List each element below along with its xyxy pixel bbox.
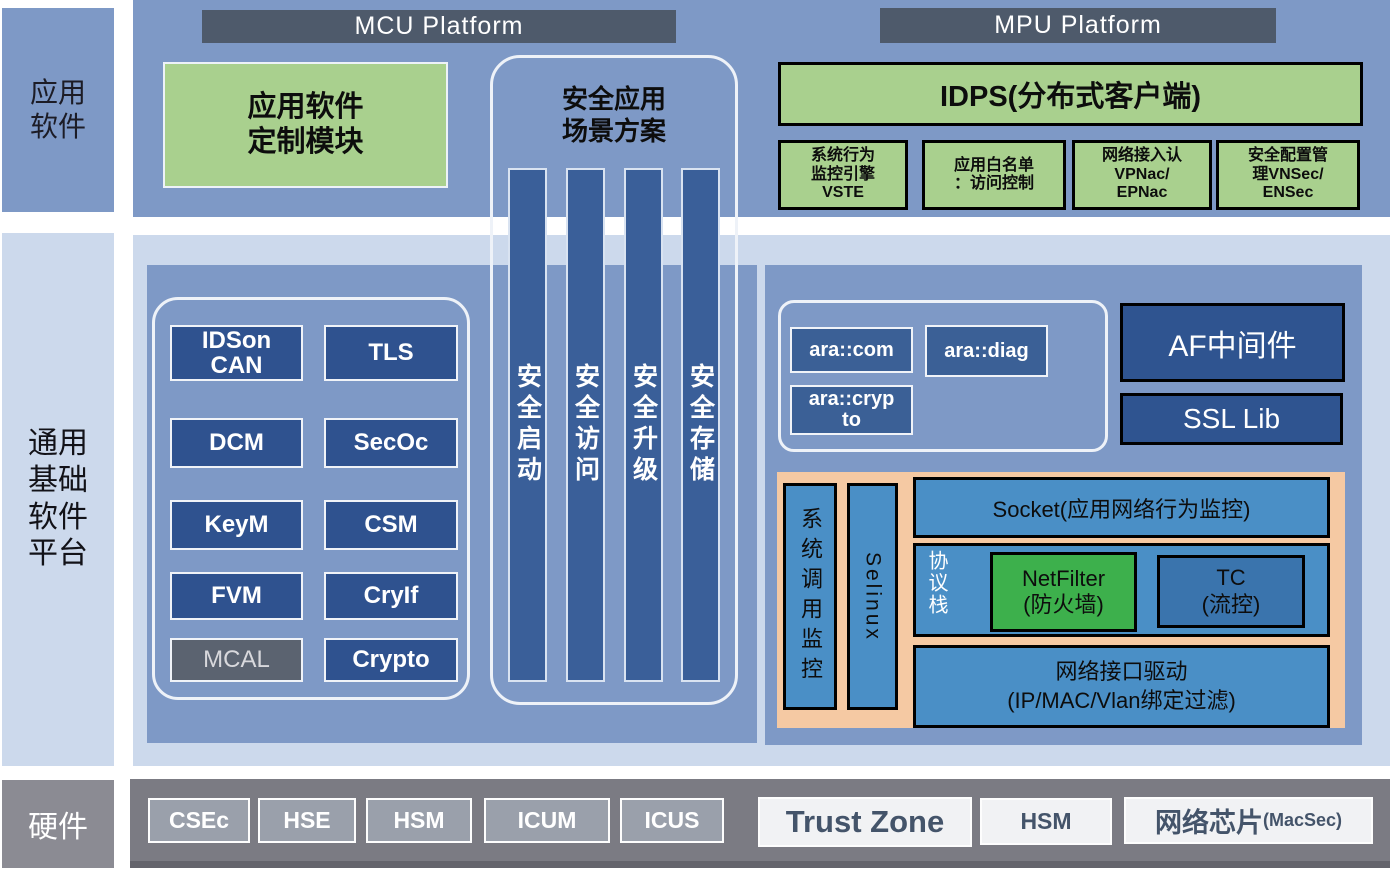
bar-secure-boot: 安全启动 xyxy=(508,168,547,682)
ssl-lib-box: SSL Lib xyxy=(1120,393,1343,445)
module-idson-can: IDSon CAN xyxy=(170,325,303,381)
network-chip-label: 网络芯片 xyxy=(1154,808,1263,838)
module-mcal: MCAL xyxy=(170,638,303,682)
bar-secure-storage: 安全存储 xyxy=(681,168,720,682)
tc-box: TC (流控) xyxy=(1157,555,1305,628)
module-keym: KeyM xyxy=(170,500,303,550)
syscall-monitor-box: 系统调用监控 xyxy=(783,483,837,710)
ara-crypto-box: ara::cryp to xyxy=(790,385,913,435)
idps-client-whitelist-box: 应用白名单 ：访问控制 xyxy=(922,140,1066,210)
mcu-modules-frame xyxy=(152,297,470,700)
layer-label-hardware: 硬件 xyxy=(2,780,114,868)
mcu-platform-title: MCU Platform xyxy=(202,10,676,43)
app-custom-module-box: 应用软件 定制模块 xyxy=(163,62,448,188)
bar-secure-access: 安全访问 xyxy=(566,168,605,682)
idps-client-config-mgmt-box: 安全配置管 理VNSec/ ENSec xyxy=(1216,140,1360,210)
idps-client-network-access-box: 网络接入认 VPNac/ EPNac xyxy=(1072,140,1212,210)
protocol-stack-label: 协议栈 xyxy=(925,550,947,616)
layer-label-foundation: 通用 基础 软件 平台 xyxy=(2,233,114,766)
chip-hsm-mpu: HSM xyxy=(980,798,1112,845)
chip-csec: CSEc xyxy=(148,798,250,843)
af-middleware-box: AF中间件 xyxy=(1120,303,1345,382)
module-secoc: SecOc xyxy=(324,418,458,468)
module-tls: TLS xyxy=(324,325,458,381)
idps-client-vste-box: 系统行为 监控引擎 VSTE xyxy=(778,140,908,210)
netfilter-box: NetFilter (防火墙) xyxy=(990,552,1137,632)
layer-label-application: 应用 软件 xyxy=(2,8,114,212)
chip-trust-zone: Trust Zone xyxy=(758,797,972,847)
ara-frame xyxy=(778,300,1108,452)
chip-icum: ICUM xyxy=(484,798,610,843)
socket-monitor-box: Socket(应用网络行为监控) xyxy=(913,477,1330,538)
ara-diag-box: ara::diag xyxy=(925,325,1048,377)
idps-box: IDPS(分布式客户端) xyxy=(778,62,1363,126)
module-crypto: Crypto xyxy=(324,638,458,682)
network-chip-suffix: (MacSec) xyxy=(1262,810,1343,830)
security-scenario-frame: 安全应用 场景方案 xyxy=(490,55,738,705)
chip-hsm: HSM xyxy=(366,798,472,843)
ara-com-box: ara::com xyxy=(790,327,913,373)
nic-driver-box: 网络接口驱动 (IP/MAC/Vlan绑定过滤) xyxy=(913,645,1330,728)
chip-icus: ICUS xyxy=(620,798,724,843)
module-csm: CSM xyxy=(324,500,458,550)
mpu-platform-title: MPU Platform xyxy=(880,8,1276,43)
module-fvm: FVM xyxy=(170,572,303,620)
module-dcm: DCM xyxy=(170,418,303,468)
module-cryif: CryIf xyxy=(324,572,458,620)
bar-secure-upgrade: 安全升级 xyxy=(624,168,663,682)
security-scenario-title: 安全应用 场景方案 xyxy=(561,84,666,146)
chip-hse: HSE xyxy=(258,798,356,843)
chip-network-macsec: 网络芯片(MacSec) xyxy=(1124,797,1373,844)
selinux-box: Selinux xyxy=(847,483,898,710)
